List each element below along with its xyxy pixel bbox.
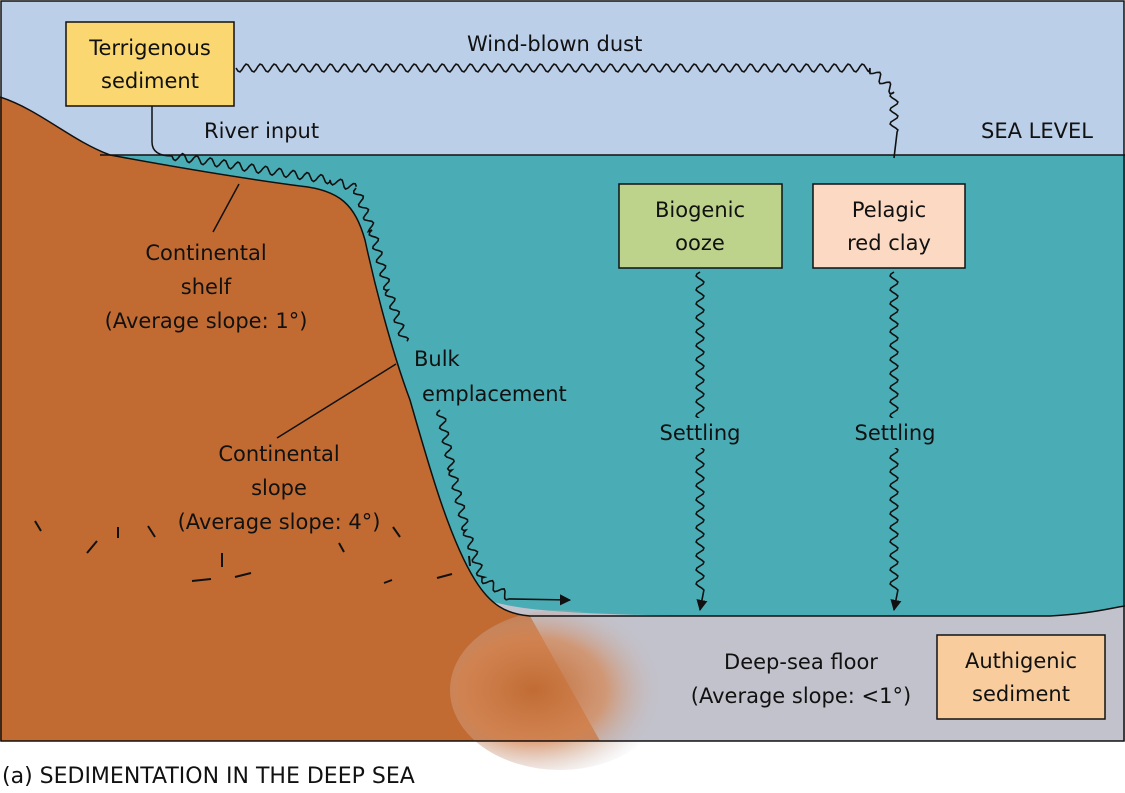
shelf-leader-line (212, 183, 240, 233)
authigenic-box-line1: Authigenic (965, 649, 1077, 673)
biogenic-box-line2: ooze (675, 231, 725, 255)
continental-slope-line3: (Average slope: 4°) (178, 510, 381, 534)
pelagic-box-line2: red clay (847, 231, 931, 255)
bulk-emplacement-upper-path (353, 187, 410, 342)
bulk-emplacement-path (436, 409, 572, 606)
deep-sea-floor-line1: Deep-sea floor (724, 650, 878, 674)
wind-blown-dust-label: Wind-blown dust (467, 32, 642, 56)
seabed-outline (0, 96, 1125, 617)
authigenic-sediment-box (936, 634, 1106, 720)
continental-shelf-line3: (Average slope: 1°) (105, 309, 308, 333)
deep-sea-floor-line2: (Average slope: <1°) (691, 684, 911, 708)
slope-leader-line (276, 363, 397, 439)
settling-left-label: Settling (659, 421, 740, 445)
pelagic-red-clay-box (812, 183, 966, 269)
terrigenous-box-line2: sediment (101, 69, 199, 93)
continental-shelf-line2: shelf (181, 275, 232, 299)
terrigenous-box-line1: Terrigenous (88, 36, 211, 60)
continental-shelf-line1: Continental (145, 241, 266, 265)
wind-blown-dust-path (235, 63, 899, 159)
bulk-emplacement-line1: Bulk (414, 347, 461, 371)
river-outlet-line (151, 106, 173, 157)
land-region (0, 97, 600, 741)
continental-slope-line2: slope (251, 476, 307, 500)
biogenic-box-line1: Biogenic (655, 198, 745, 222)
pelagic-box-line1: Pelagic (852, 198, 926, 222)
river-input-label: River input (204, 119, 319, 143)
settling-right-label: Settling (854, 421, 935, 445)
continental-slope-line1: Continental (218, 442, 339, 466)
authigenic-box-line2: sediment (972, 682, 1070, 706)
frame (0, 0, 1125, 742)
sediment-transition (450, 610, 670, 770)
sea-level-label: SEA LEVEL (981, 119, 1093, 143)
settling-right-label-bg (850, 418, 940, 448)
biogenic-ooze-box (618, 183, 783, 269)
figure-caption: (a) SEDIMENTATION IN THE DEEP SEA (2, 764, 415, 789)
bulk-emplacement-line2: emplacement (422, 382, 567, 406)
settling-left-label-bg (656, 418, 744, 448)
river-input-path (171, 152, 358, 190)
terrigenous-sediment-box (65, 21, 235, 107)
strata-dashes (34, 520, 471, 584)
